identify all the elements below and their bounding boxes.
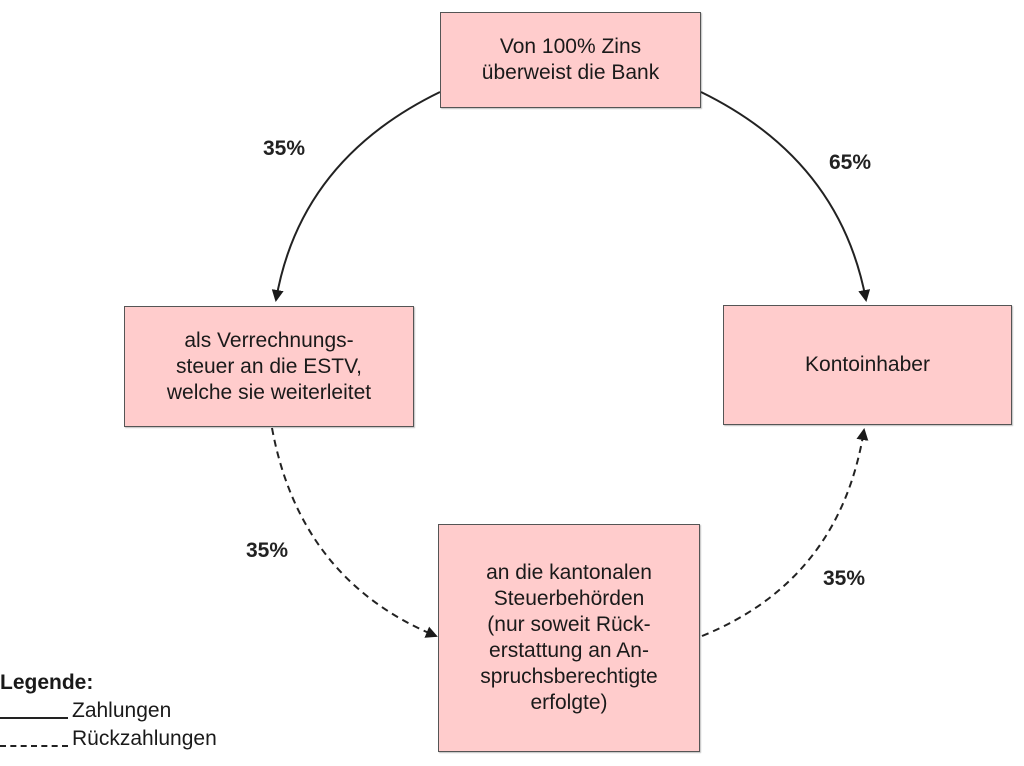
arrow-bank-to-holder <box>700 91 871 302</box>
arrow-estv-to-canton <box>271 427 438 638</box>
edge-label-canton-holder: 35% <box>823 567 866 590</box>
edge-label-bank-holder: 65% <box>829 151 872 174</box>
edge-label-estv-canton: 35% <box>246 539 289 562</box>
arrow-canton-to-holder <box>701 428 869 637</box>
node-holder: Kontoinhaber <box>723 305 1012 425</box>
edge-label-bank-estv: 35% <box>263 137 306 160</box>
node-holder-label: Kontoinhaber <box>805 353 930 376</box>
legend-row-dashed: Rückzahlungen <box>0 725 217 753</box>
node-bank-label: Von 100% Zins überweist die Bank <box>481 35 660 84</box>
legend-solid-label: Zahlungen <box>72 699 172 722</box>
dashed-line-icon <box>0 745 68 747</box>
node-canton-label: an die kantonalen Steuerbehörden (nur so… <box>480 561 658 714</box>
node-estv: als Verrechnungs- steuer an die ESTV, we… <box>124 306 414 427</box>
arrow-bank-to-estv <box>271 91 441 302</box>
node-canton: an die kantonalen Steuerbehörden (nur so… <box>438 524 700 752</box>
legend-row-solid: Zahlungen <box>0 697 217 725</box>
legend-title: Legende: <box>0 671 94 694</box>
legend-dashed-label: Rückzahlungen <box>72 727 217 750</box>
node-estv-label: als Verrechnungs- steuer an die ESTV, we… <box>166 328 372 404</box>
legend: Legende: Zahlungen Rückzahlungen <box>0 669 217 753</box>
node-bank: Von 100% Zins überweist die Bank <box>440 12 701 108</box>
solid-line-icon <box>0 717 68 719</box>
